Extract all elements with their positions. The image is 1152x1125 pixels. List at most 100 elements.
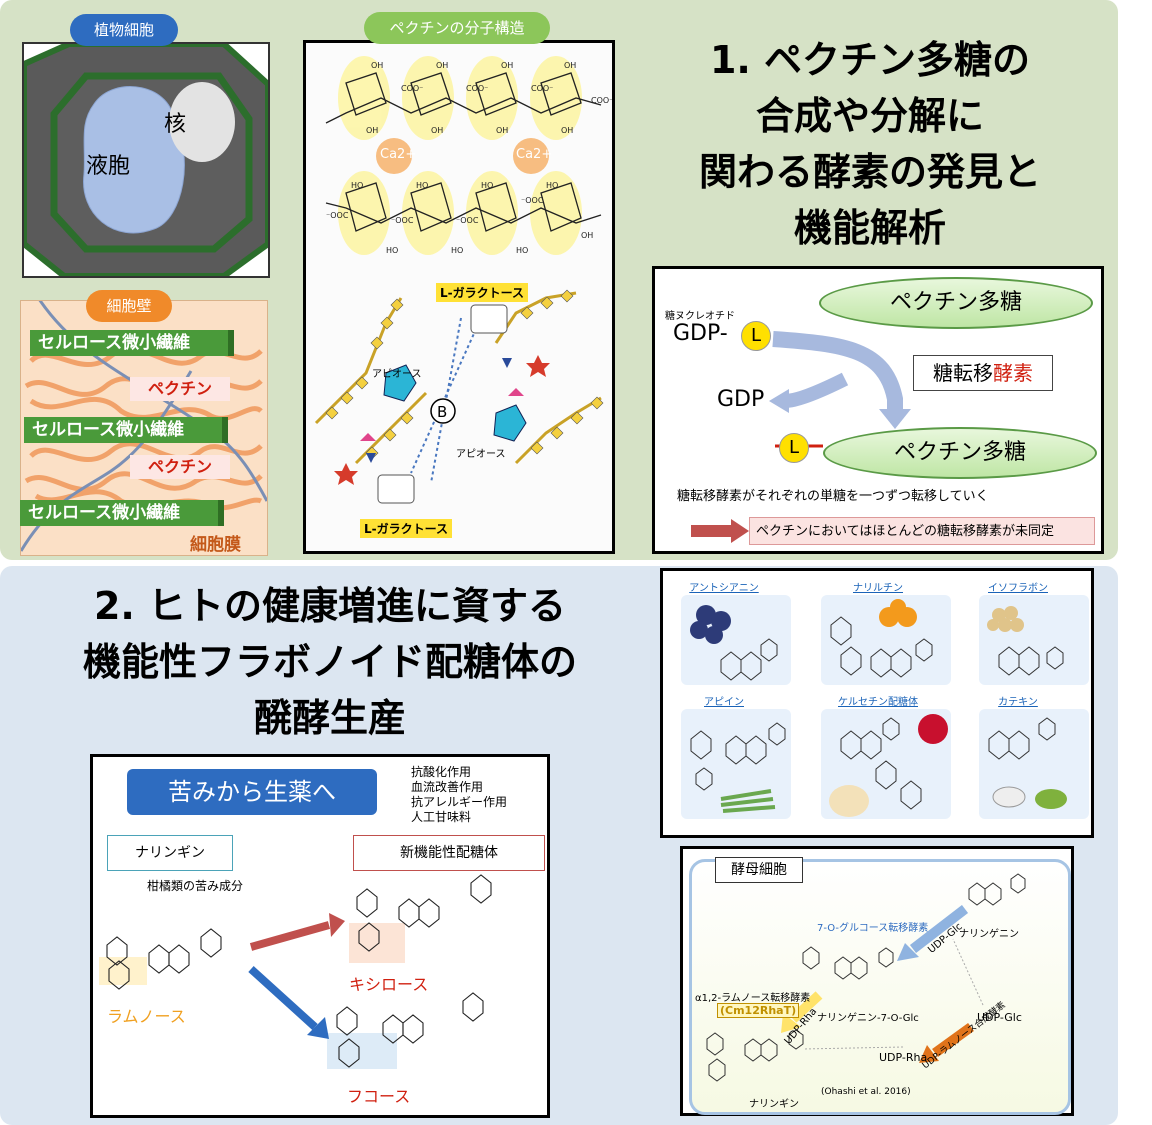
svg-text:OH: OH: [436, 61, 448, 70]
svg-text:OH: OH: [564, 61, 576, 70]
svg-text:OH: OH: [581, 231, 593, 240]
pectin-structure-box: OH OH OH OH COO⁻ COO⁻ COO⁻ COO⁻ OH OH OH OH ⁻OOC ⁻…: [303, 40, 615, 554]
svg-text:HO: HO: [386, 246, 398, 255]
flavonoid-label-narirutin: ナリルチン: [853, 583, 903, 594]
apiose-label-2: アピオース: [456, 449, 506, 460]
naringenin-label: ナリンゲニン: [959, 929, 1019, 940]
isoflavone-card: [979, 595, 1089, 685]
svg-text:OH: OH: [431, 126, 443, 135]
nucleotide-sugar-label: 糖ヌクレオチド: [665, 311, 735, 322]
citation-label: (Ohashi et al. 2016): [821, 1087, 911, 1097]
svg-text:HO: HO: [351, 181, 363, 190]
ca-ion-1: Ca2+: [380, 147, 417, 162]
quercetin-card: [821, 709, 951, 819]
nucleus-label: 核: [164, 112, 187, 137]
flavonoid-label-apiin: アピイン: [704, 697, 744, 708]
enzyme-arrows-svg: [769, 331, 911, 448]
svg-text:COO⁻: COO⁻: [591, 96, 612, 105]
bitter-to-medicine-box: 苦みから生薬へ 抗酸化作用 血流改善作用 抗アレルギー作用 人工甘味料 ナリンギ…: [90, 754, 550, 1118]
anthocyanin-card: [681, 595, 791, 685]
svg-text:⁻OOC: ⁻OOC: [326, 211, 349, 220]
effects-list: 抗酸化作用 血流改善作用 抗アレルギー作用 人工甘味料: [411, 765, 507, 825]
flavonoid-label-isoflavone: イソフラボン: [988, 583, 1048, 594]
effect-sweetener: 人工甘味料: [411, 810, 472, 824]
effect-antiallergy: 抗アレルギー作用: [411, 795, 508, 809]
flavonoid-label-catechin: カテキン: [998, 697, 1038, 708]
bitter-title-banner: 苦みから生薬へ: [127, 769, 377, 815]
section1-title-line1: 1. ペクチン多糖の: [709, 38, 1031, 82]
naringin-box: ナリンギン: [107, 835, 233, 871]
pectin-label-2: ペクチン: [130, 455, 230, 479]
plant-cell-illustration: 液胞 核: [21, 41, 271, 279]
flavonoids-box: アントシアニン ナリルチン イソフラボン アピイン ケルセチン配糖体 カテキン: [660, 568, 1094, 838]
anthocyanin-image: [690, 605, 778, 681]
glc-transferase-label: 7-O-グルコース転移酵素: [817, 923, 929, 934]
udp-glc-label-2: UDP-Glc: [977, 1011, 1022, 1024]
svg-text:HO: HO: [451, 246, 463, 255]
svg-text:OH: OH: [501, 61, 513, 70]
effect-antioxidant: 抗酸化作用: [411, 765, 472, 779]
xylose-label: キシロース: [349, 975, 429, 994]
vacuole-label: 液胞: [86, 154, 131, 179]
n7g-label: ナリンゲニン-7-O-Glc: [817, 1013, 919, 1024]
note-arrow-icon: [691, 519, 749, 543]
new-glycoside-box: 新機能性配糖体: [353, 835, 545, 871]
ca-ion-2: Ca2+: [516, 147, 553, 162]
boron-label: B: [437, 403, 447, 421]
udp-rha-label-2: UDP-Rha: [879, 1051, 928, 1064]
fucose-label: フコース: [347, 1087, 411, 1106]
pectin-polysaccharide-bottom: ペクチン多糖: [823, 427, 1097, 479]
yeast-cell-box: 酵母細胞 7-O-グルコース転移酵素 ナリンゲニン UDP-Glc α1,2-ラ…: [680, 846, 1074, 1116]
yeast-cell-membrane: [689, 859, 1071, 1115]
section2-title-line2: 機能性フラボノイド配糖体の: [82, 640, 577, 684]
isoflavone-image: [987, 606, 1064, 676]
section2-title: 2. ヒトの健康増進に資する 機能性フラボノイド配糖体の 醗酵生産: [20, 578, 640, 746]
quercetin-image: [829, 714, 948, 817]
section1-title-line3: 関わる酵素の発見と: [698, 150, 1041, 194]
gdp-l-label: GDP-: [673, 321, 728, 346]
catechin-image: [988, 717, 1067, 809]
svg-text:OH: OH: [496, 126, 508, 135]
l-sugar-icon-2: L: [779, 433, 809, 463]
svg-text:HO: HO: [481, 181, 493, 190]
svg-text:COO⁻: COO⁻: [401, 84, 423, 93]
apiose-label-1: アピオース: [372, 369, 422, 380]
svg-text:HO: HO: [516, 246, 528, 255]
catechin-card: [979, 709, 1089, 819]
rhamnose-label: ラムノース: [107, 1007, 186, 1026]
section1-title: 1. ペクチン多糖の 合成や分解に 関わる酵素の発見と 機能解析: [640, 32, 1100, 256]
plant-cell-svg: [21, 41, 271, 279]
svg-text:HO: HO: [546, 181, 558, 190]
gdp-label: GDP: [717, 387, 765, 412]
svg-text:COO⁻: COO⁻: [466, 84, 488, 93]
yeast-pathway-svg: [706, 873, 1026, 1082]
naringin-yeast-label: ナリンギン: [749, 1099, 799, 1110]
narirutin-card: [821, 595, 951, 685]
flavonoid-label-quercetin-glycoside: ケルセチン配糖体: [838, 697, 918, 708]
svg-text:OH: OH: [366, 126, 378, 135]
pectin-label-1: ペクチン: [130, 377, 230, 401]
bitter-structures-svg: [99, 874, 492, 1069]
svg-text:OH: OH: [561, 126, 573, 135]
enzyme-suffix: 酵素: [993, 361, 1033, 385]
glycosyltransferase-box: 糖転移酵素: [913, 355, 1053, 391]
svg-text:COO⁻: COO⁻: [531, 84, 553, 93]
section2-title-line1: 2. ヒトの健康増進に資する: [93, 584, 567, 628]
pectin-structure-svg: OH OH OH OH COO⁻ COO⁻ COO⁻ COO⁻ OH OH OH OH ⁻OOC ⁻…: [314, 56, 613, 504]
svg-text:OH: OH: [371, 61, 383, 70]
rha-transferase-label: α1,2-ラムノース転移酵素: [695, 993, 811, 1004]
cellulose-fiber-3: セルロース微小繊維: [20, 500, 224, 526]
plant-cell-pill: 植物細胞: [70, 14, 178, 46]
apiin-card: [681, 709, 791, 819]
svg-text:⁻OOC: ⁻OOC: [521, 196, 544, 205]
enzyme-note: ペクチンにおいてはほとんどの糖転移酵素が未同定: [749, 517, 1095, 545]
cellulose-fiber-1: セルロース微小繊維: [30, 330, 234, 356]
section2-title-line3: 醗酵生産: [253, 696, 406, 740]
l-sugar-icon-1: L: [741, 321, 771, 351]
narirutin-image: [830, 599, 933, 678]
l-galactose-label-1: L-ガラクトース: [436, 283, 529, 302]
yeast-cell-label: 酵母細胞: [715, 857, 803, 883]
enzyme-prefix: 糖転移: [933, 361, 993, 385]
svg-text:⁻OOC: ⁻OOC: [456, 216, 479, 225]
apiin-image: [690, 722, 786, 813]
